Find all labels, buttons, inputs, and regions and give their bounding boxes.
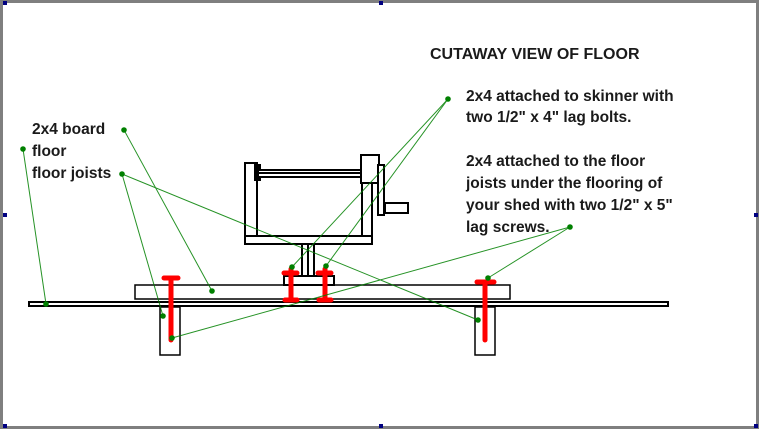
note-lag-screws-line-2: joists under the flooring of: [466, 175, 663, 192]
leader-screw-right: [487, 226, 571, 279]
note-lag-screws-line-3: your shed with two 1/2" x 5": [466, 197, 673, 214]
leader-bolt-left: [291, 98, 449, 268]
selection-handle-middle-left[interactable]: [3, 213, 7, 217]
note-lag-screws-line-1: 2x4 attached to the floor: [466, 153, 646, 170]
label-floor: floor: [32, 143, 67, 160]
lag-screw-left: [161, 275, 181, 343]
selection-handle-middle-right[interactable]: [754, 213, 758, 217]
leader-lines: [22, 98, 571, 339]
label-floor-joists: floor joists: [32, 165, 112, 182]
leader-dots: [20, 96, 573, 341]
leader-floor-joist-right: [121, 173, 479, 321]
selection-handle-top-left[interactable]: [3, 1, 7, 5]
leader-floor: [22, 148, 47, 305]
leader-2x4-board: [123, 129, 213, 292]
leader-floor-joist-left: [121, 173, 164, 317]
leader-bolt-right: [325, 98, 449, 267]
skinner-machine: [244, 154, 409, 286]
label-2x4-board: 2x4 board: [32, 121, 106, 138]
note-lag-bolts-line-2: two 1/2" x 4" lag bolts.: [466, 109, 632, 126]
lag-bolt-left: [281, 266, 300, 303]
floor: [28, 301, 669, 307]
selection-handle-bottom-left[interactable]: [3, 424, 7, 428]
leader-screw-left: [171, 226, 571, 339]
lag-screw-right: [474, 279, 497, 343]
selection-handle-bottom-right[interactable]: [754, 424, 758, 428]
diagram-title: CUTAWAY VIEW OF FLOOR: [430, 46, 640, 63]
selection-handle-top-middle[interactable]: [379, 1, 383, 5]
note-lag-screws-line-4: lag screws.: [466, 219, 550, 236]
note-lag-bolts-line-1: 2x4 attached to skinner with: [466, 88, 674, 105]
selection-handle-bottom-middle[interactable]: [379, 424, 383, 428]
